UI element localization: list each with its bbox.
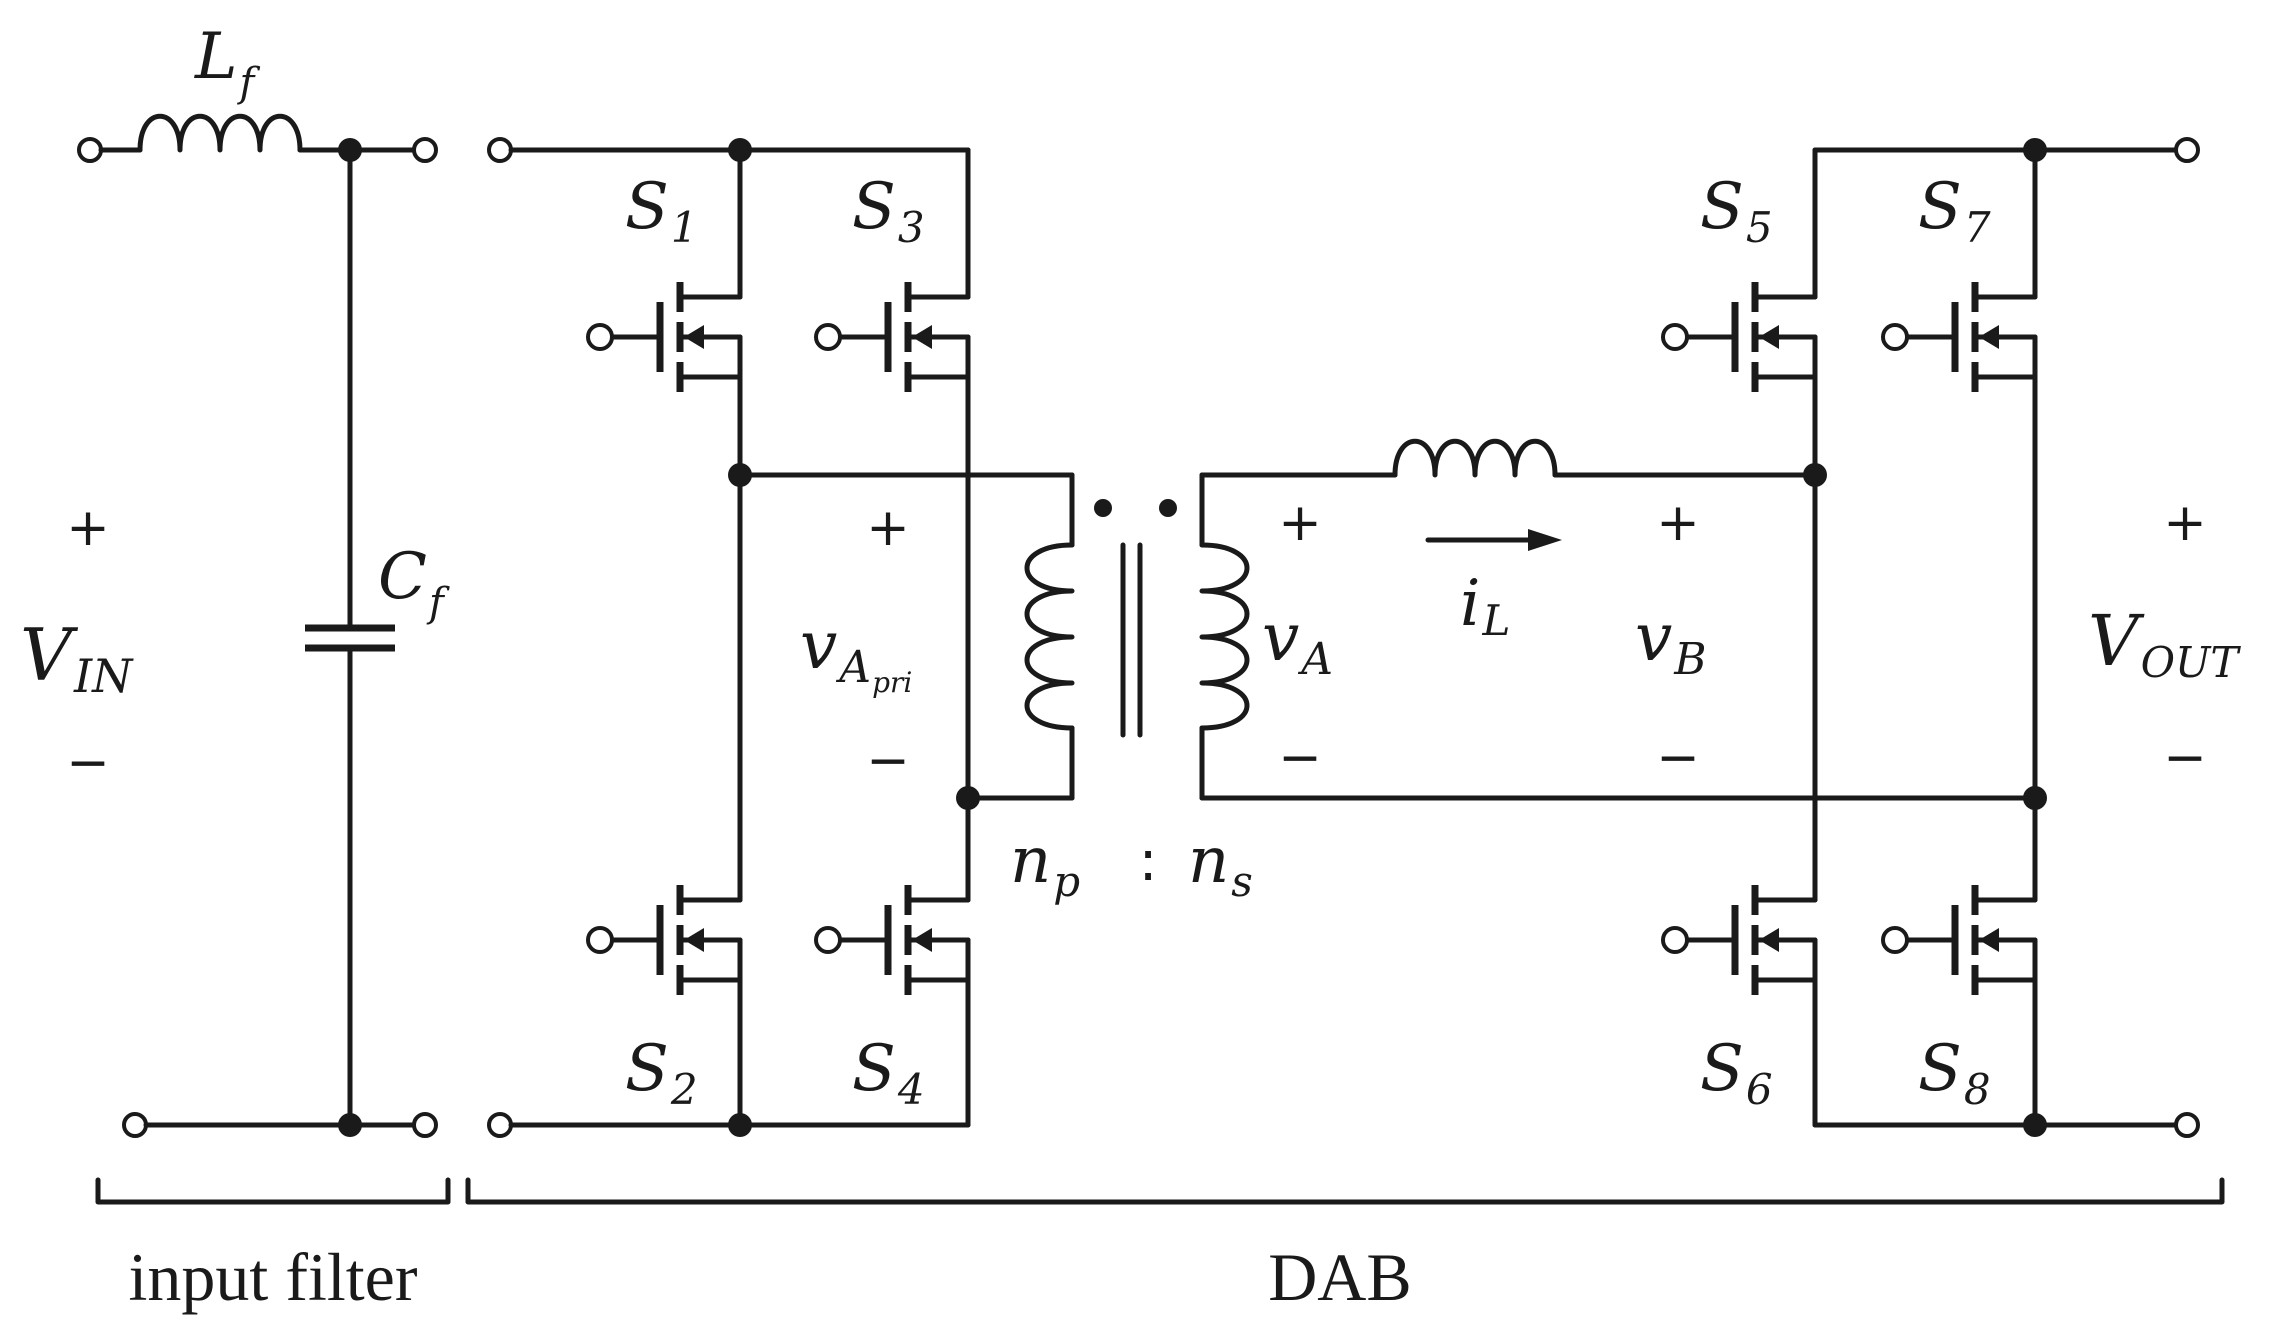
caption-input-filter: input filter bbox=[129, 1239, 418, 1315]
label-s2: S2 bbox=[625, 1032, 698, 1114]
ratio-separator: : bbox=[1139, 829, 1158, 894]
vin-minus: − bbox=[66, 733, 110, 793]
input-filter bbox=[77, 116, 438, 1138]
vout-minus: − bbox=[2163, 728, 2207, 788]
label-vout: VOUT bbox=[2088, 600, 2241, 687]
switch-s2 bbox=[588, 875, 740, 1005]
vapri-plus: + bbox=[866, 498, 910, 558]
vin-positive-terminal bbox=[77, 137, 103, 163]
label-vin: VIN bbox=[20, 613, 134, 703]
switch-s8 bbox=[1883, 875, 2035, 1005]
switch-s4 bbox=[816, 875, 968, 1005]
label-s8: S8 bbox=[1918, 1032, 1991, 1114]
label-lf: Lf bbox=[194, 20, 261, 106]
switch-s7 bbox=[1883, 272, 2035, 402]
input-filter-bracket bbox=[95, 1177, 451, 1205]
label-s7: S7 bbox=[1918, 170, 1991, 252]
label-s4: S4 bbox=[852, 1032, 925, 1114]
vout-plus: + bbox=[2163, 493, 2207, 553]
vb-minus: − bbox=[1656, 728, 1700, 788]
va-minus: − bbox=[1278, 728, 1322, 788]
vb-plus: + bbox=[1656, 493, 1700, 553]
series-inductor bbox=[1199, 441, 2047, 810]
switch-s1 bbox=[588, 272, 740, 402]
transformer bbox=[1024, 472, 1250, 801]
label-s6: S6 bbox=[1700, 1032, 1773, 1114]
label-s1: S1 bbox=[625, 170, 698, 252]
primary-polarity-dot bbox=[1094, 499, 1112, 517]
lf-inductor bbox=[140, 116, 300, 150]
secondary-winding bbox=[1199, 542, 1250, 731]
label-s5: S5 bbox=[1700, 170, 1773, 252]
vout-positive-terminal bbox=[2174, 137, 2200, 163]
primary-winding bbox=[1024, 542, 1075, 731]
vin-plus: + bbox=[66, 498, 110, 558]
secondary-bridge bbox=[1663, 137, 2200, 1138]
switch-s6 bbox=[1663, 875, 1815, 1005]
label-va: vA bbox=[1262, 599, 1333, 685]
primary-bridge bbox=[487, 137, 1075, 1138]
vin-negative-terminal bbox=[122, 1112, 148, 1138]
dab-bracket bbox=[465, 1177, 2225, 1205]
secondary-polarity-dot bbox=[1159, 499, 1177, 517]
label-np: np bbox=[1010, 824, 1080, 906]
caption-dab: DAB bbox=[1268, 1239, 1412, 1315]
label-ns: ns bbox=[1188, 824, 1253, 906]
switch-s3 bbox=[816, 272, 968, 402]
label-vapri: vApri bbox=[800, 607, 912, 699]
label-s3: S3 bbox=[852, 170, 925, 252]
switch-s5 bbox=[1663, 272, 1815, 402]
vout-negative-terminal bbox=[2174, 1112, 2200, 1138]
label-il: iL bbox=[1460, 567, 1510, 645]
va-plus: + bbox=[1278, 493, 1322, 553]
label-vb: vB bbox=[1635, 599, 1707, 685]
label-cf: Cf bbox=[378, 540, 450, 626]
vapri-minus: − bbox=[866, 731, 910, 791]
